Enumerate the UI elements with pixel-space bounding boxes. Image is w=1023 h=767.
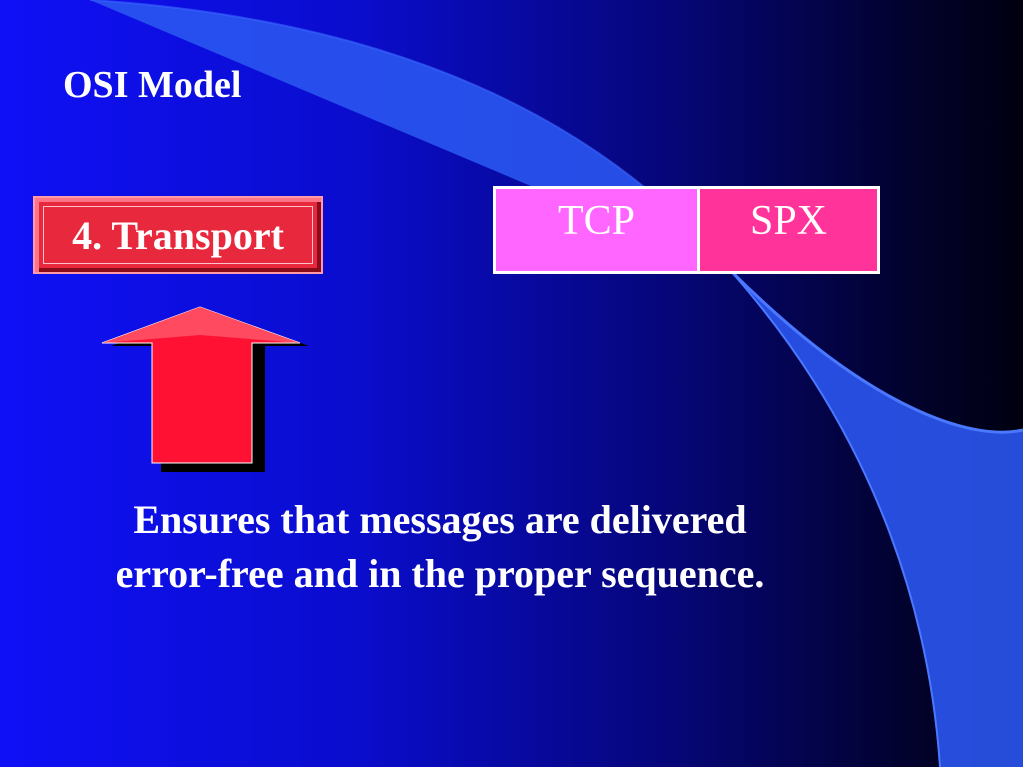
up-arrow-icon [101,306,309,472]
transport-layer-inner: 4. Transport [43,206,313,264]
description-line-2: error-free and in the proper sequence. [115,551,765,596]
protocol-cell-spx: SPX [700,189,877,271]
description: Ensures that messages are delivered erro… [40,493,840,601]
protocol-label-spx: SPX [749,198,828,244]
protocol-cell-tcp: TCP [496,189,700,271]
protocol-table: TCP SPX [493,186,880,274]
transport-layer-box: 4. Transport [33,196,323,274]
protocol-label-tcp: TCP [557,198,636,244]
description-line-1: Ensures that messages are delivered [133,497,747,542]
slide-title: OSI Model [63,64,242,106]
transport-layer-label: 4. Transport [72,212,284,258]
